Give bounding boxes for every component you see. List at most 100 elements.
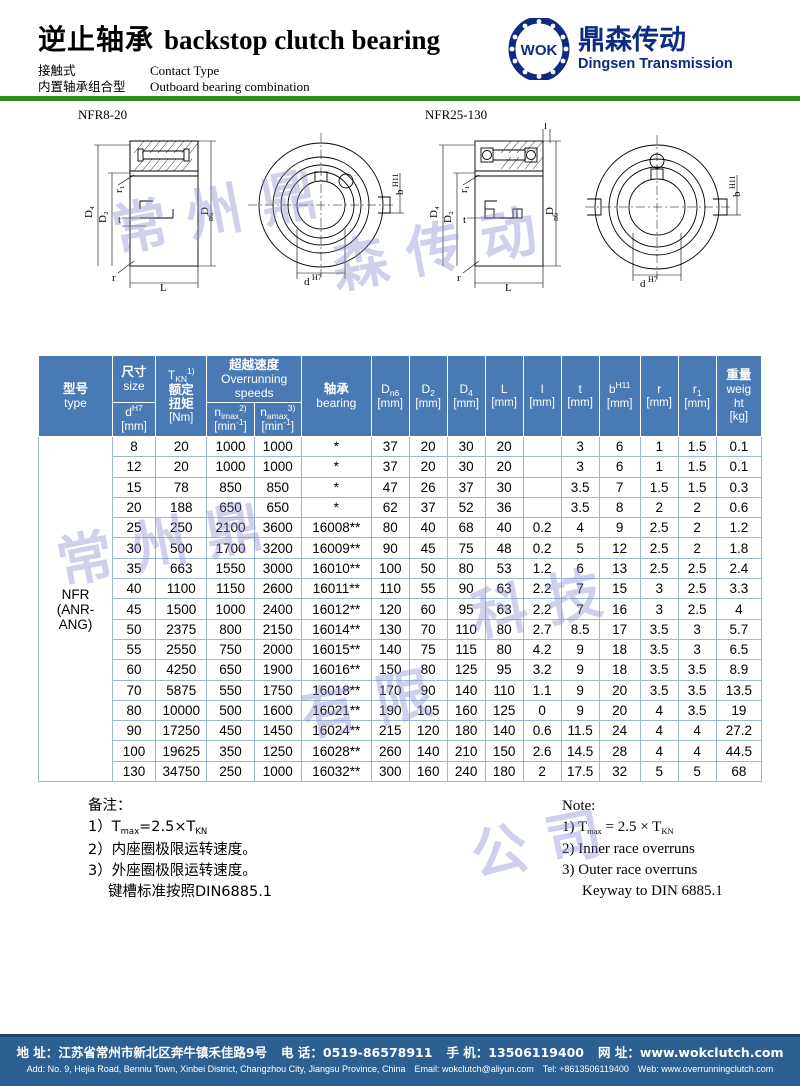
notes-english: Note: 1) Tmax = 2.5 × TKN 2) Inner race … <box>562 796 723 902</box>
cell-b: 9 <box>598 517 641 539</box>
col-header-over-en1: Overrunning <box>221 372 288 386</box>
cell-D2: 75 <box>408 638 448 661</box>
cell-bearing: 16011** <box>300 578 372 600</box>
cell-namax: 3600 <box>253 517 302 539</box>
cell-nimax: 350 <box>206 740 255 762</box>
cell-weight: 8.9 <box>715 659 763 681</box>
col-header-D2-unit: [mm] <box>415 397 441 410</box>
cell-D2: 105 <box>408 699 448 722</box>
cell-b: 6 <box>598 435 641 458</box>
col-header-weight-en1: weig <box>726 382 752 396</box>
cell-r1: 2.5 <box>677 578 717 600</box>
col-header-b: bH11 [mm] <box>598 355 641 437</box>
cell-d: 80 <box>111 699 157 722</box>
cell-t: 11.5 <box>560 720 600 742</box>
dim-label-r1: r₁ <box>113 185 125 193</box>
cell-r: 2.5 <box>639 537 679 559</box>
cell-weight: 0.6 <box>715 496 763 519</box>
cell-namax: 1250 <box>253 740 302 762</box>
cell-L: 53 <box>484 557 524 580</box>
cell-l: 1.2 <box>522 557 562 580</box>
cell-t: 9 <box>560 699 600 722</box>
cell-TKN: 250 <box>155 517 208 539</box>
cell-TKN: 500 <box>155 537 208 559</box>
cell-nimax: 1000 <box>206 456 255 478</box>
spec-table-wrapper: 型号 type 尺寸 size TKN1) 额定 扭矩 [Nm] 超越速度 <box>38 355 763 783</box>
col-header-weight: 重量 weig ht [kg] <box>715 355 763 437</box>
cell-TKN: 20 <box>155 435 208 458</box>
title-row: 逆止轴承 backstop clutch bearing <box>38 18 800 58</box>
cell-namax: 1000 <box>253 760 302 783</box>
notes-section: 备注： 1）Tmax=2.5×TKN 2）内座圈极限运转速度。 3）外座圈极限运… <box>0 796 800 916</box>
cell-r1: 2.5 <box>677 557 717 580</box>
cell-D4: 115 <box>446 638 486 661</box>
cell-D4: 37 <box>446 476 486 498</box>
col-header-l-unit: [mm] <box>529 397 555 409</box>
cell-weight: 0.1 <box>715 435 763 458</box>
page-header: 逆止轴承 backstop clutch bearing 接触式 Contact… <box>0 0 800 96</box>
cell-L: 20 <box>484 435 524 458</box>
notes-en-item-3: 3) Outer race overruns <box>562 862 698 879</box>
cell-Dn6: 300 <box>370 760 410 783</box>
cell-d: 25 <box>111 517 157 539</box>
cell-nimax: 1700 <box>206 537 255 559</box>
cell-d: 20 <box>111 496 157 519</box>
cell-L: 80 <box>484 638 524 661</box>
footer-email-en[interactable]: Email: wokclutch@aliyun.com <box>414 1064 534 1074</box>
dim-label-L: L <box>160 282 167 294</box>
col-header-type-cn: 型号 <box>62 381 88 396</box>
cell-l: 1.1 <box>522 679 562 701</box>
footer-web-cn[interactable]: www.wokclutch.com <box>639 1045 784 1060</box>
cell-weight: 5.7 <box>715 618 763 640</box>
cell-d: 60 <box>111 659 157 681</box>
cell-l <box>522 476 562 498</box>
col-header-namax: namax3) [min-1] <box>253 402 302 437</box>
cell-D2: 37 <box>408 496 448 519</box>
subtitle-line-1: 接触式 Contact Type <box>38 63 310 79</box>
cell-Dn6: 140 <box>370 638 410 661</box>
cell-t: 9 <box>560 638 600 661</box>
cell-TKN: 20 <box>155 456 208 478</box>
col-header-L-sym: L <box>500 382 508 396</box>
cell-TKN: 19625 <box>155 740 208 762</box>
cell-t: 3.5 <box>560 476 600 498</box>
cell-weight: 4 <box>715 598 763 620</box>
cell-L: 36 <box>484 496 524 519</box>
cell-D2: 120 <box>408 720 448 742</box>
dim-label-r: r <box>112 272 116 284</box>
logo-company-en: Dingsen Transmission <box>578 55 733 72</box>
cell-L: 30 <box>484 476 524 498</box>
cell-Dn6: 260 <box>370 740 410 762</box>
cell-weight: 13.5 <box>715 679 763 701</box>
subtitle-2-en: Outboard bearing combination <box>150 79 310 94</box>
cell-r: 3.5 <box>639 659 679 681</box>
cell-Dn6: 170 <box>370 679 410 701</box>
cell-D2: 20 <box>408 456 448 478</box>
cell-namax: 3000 <box>253 557 302 580</box>
footer-web-en[interactable]: Web: www.overrunningclutch.com <box>637 1064 774 1074</box>
cell-nimax: 650 <box>206 659 255 681</box>
col-header-L: L [mm] <box>484 355 524 437</box>
footer-mobile-cn: 13506119400 <box>488 1045 584 1060</box>
cell-l <box>522 435 562 458</box>
cell-bearing: 16008** <box>300 517 372 539</box>
cell-r1: 3 <box>677 638 717 661</box>
cell-Dn6: 80 <box>370 517 410 539</box>
cell-bearing: 16010** <box>300 557 372 580</box>
col-header-nimax: nimax2) [min-1] <box>206 402 255 437</box>
cell-D2: 26 <box>408 476 448 498</box>
cell-Dn6: 150 <box>370 659 410 681</box>
cell-r: 3.5 <box>639 618 679 640</box>
cell-r1: 2 <box>677 537 717 559</box>
cell-nimax: 750 <box>206 638 255 661</box>
cell-b: 7 <box>598 476 641 498</box>
cell-D4: 75 <box>446 537 486 559</box>
cell-L: 40 <box>484 517 524 539</box>
notes-cn-item-4: 键槽标准按照DIN6885.1 <box>108 884 273 901</box>
cell-L: 140 <box>484 720 524 742</box>
col-header-type: 型号 type <box>38 355 113 437</box>
